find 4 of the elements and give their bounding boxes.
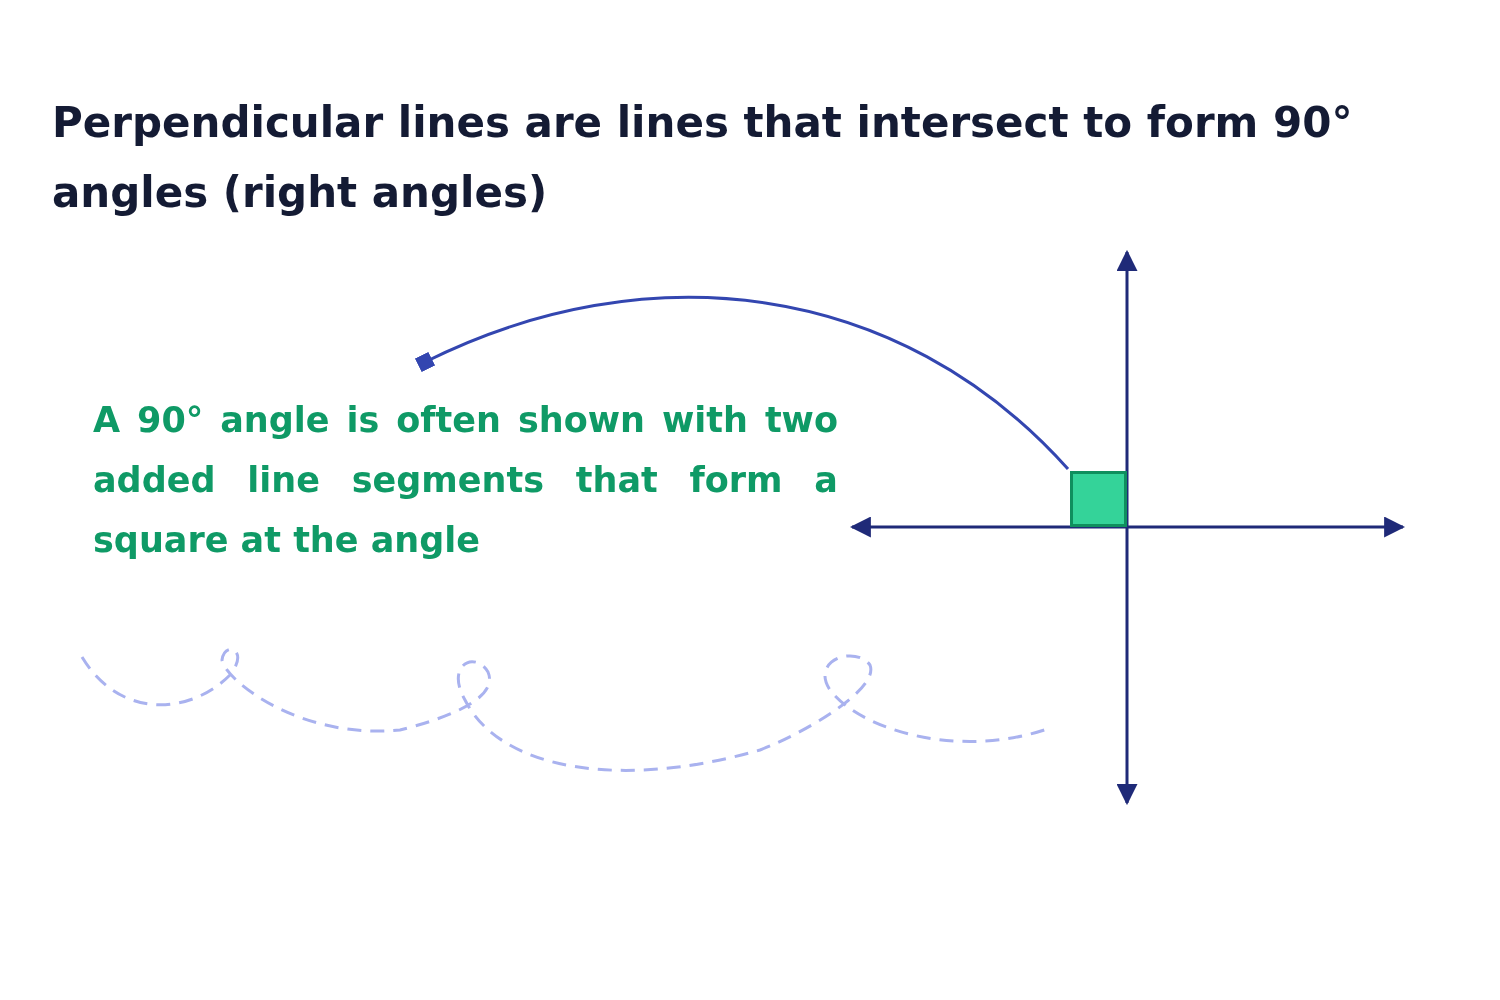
leader-line	[415, 296, 1070, 471]
right-angle-square	[1070, 471, 1127, 527]
annotation-text: A 90° angle is often shown with two added line segments that form a square at the angle	[93, 399, 838, 562]
title: Perpendicular lines are lines that intersect to form 90° angles (right angles)	[52, 97, 1354, 219]
